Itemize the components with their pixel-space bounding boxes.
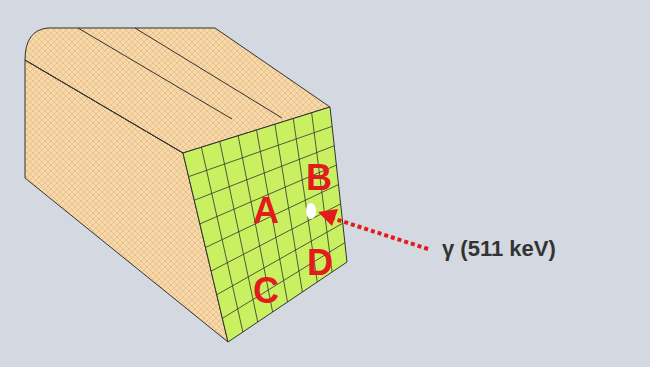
interaction-spot — [306, 203, 316, 219]
gamma-arrowhead — [318, 209, 338, 226]
crystal-label: D — [307, 245, 333, 281]
gamma-ray — [332, 218, 428, 249]
crystal-label: A — [253, 193, 279, 229]
gamma-energy-label: γ (511 keV) — [442, 238, 556, 260]
crystal-label: C — [253, 273, 279, 309]
crystal-grid — [189, 113, 345, 332]
crystal-label: B — [306, 160, 332, 196]
crystal-face — [183, 107, 347, 342]
